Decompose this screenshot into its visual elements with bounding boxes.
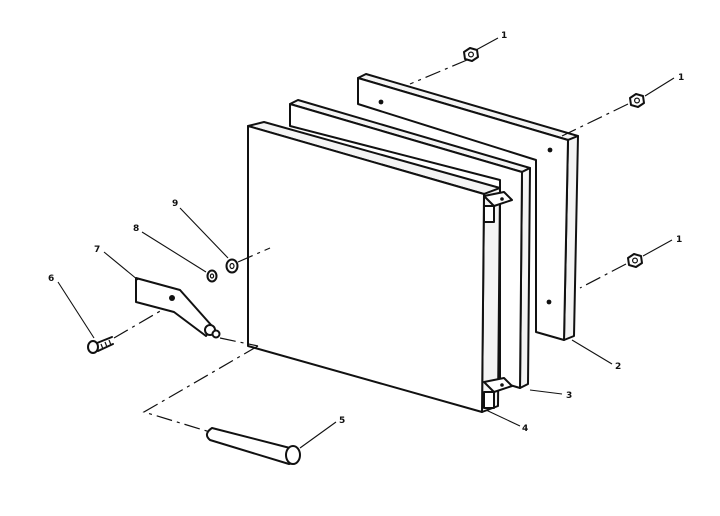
- callout-6: 6: [48, 274, 54, 284]
- panel-hole: [378, 99, 384, 105]
- latch-arm-part-7: [135, 277, 221, 339]
- nut-part-1-right: [629, 93, 645, 108]
- rear-panel-part-2: [357, 73, 579, 341]
- callouts: 1 1 1 2 3 4 5 6 7 8 9: [48, 31, 684, 434]
- screw-part-6: [87, 336, 114, 354]
- nut-part-1-top: [463, 47, 479, 62]
- washer-part-9: [225, 258, 239, 274]
- handle-part-5: [206, 427, 301, 465]
- callout-5: 5: [339, 416, 345, 426]
- spacer-part-8: [206, 269, 218, 283]
- front-door-part-4: [247, 121, 513, 413]
- callout-8: 8: [133, 224, 139, 234]
- leader-lines: [57, 37, 675, 449]
- callout-9: 9: [172, 199, 178, 209]
- assembly-lines: [113, 59, 629, 433]
- callout-2: 2: [615, 362, 621, 372]
- callout-3: 3: [566, 391, 572, 401]
- callout-4: 4: [522, 424, 528, 434]
- callout-1-bottom: 1: [676, 235, 682, 245]
- callout-1-right: 1: [678, 73, 684, 83]
- nut-part-1-bottom: [627, 253, 643, 268]
- callout-7: 7: [94, 245, 100, 255]
- panel-hole: [546, 299, 552, 305]
- callout-1-top: 1: [501, 31, 507, 41]
- middle-panel-part-3: [289, 99, 531, 389]
- panel-hole: [547, 147, 553, 153]
